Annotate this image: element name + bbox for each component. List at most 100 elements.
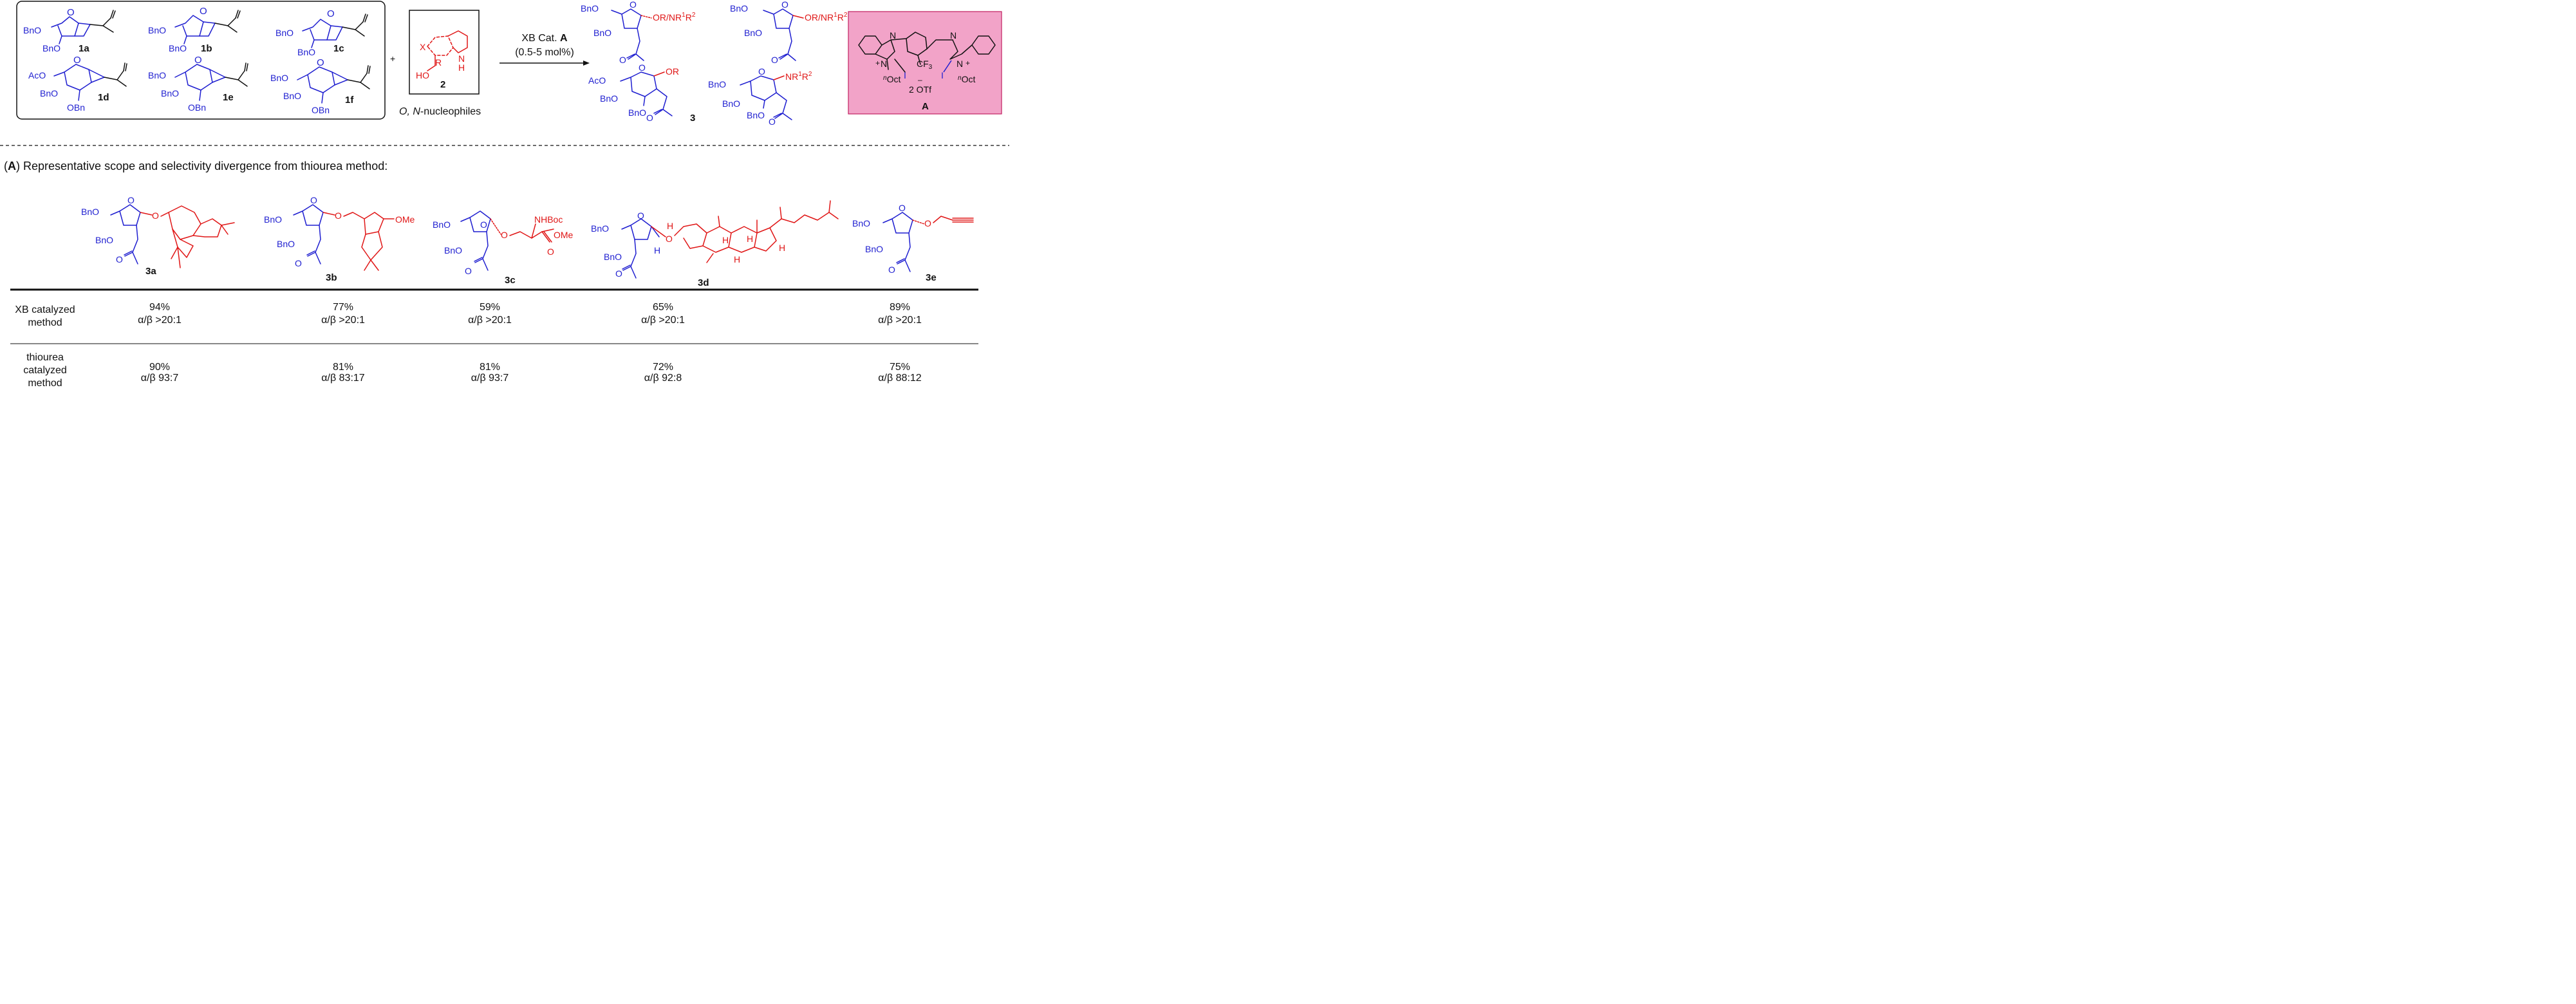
selectivity-cell: α/β 93:7 bbox=[471, 373, 509, 384]
example-3a: BnO BnO O O O 3a bbox=[81, 195, 235, 277]
bno2-p4: BnO bbox=[722, 98, 740, 109]
plus-left: + bbox=[875, 59, 880, 68]
bno-p2: BnO bbox=[730, 3, 748, 14]
bno2-p1: BnO bbox=[593, 28, 611, 38]
o-link-3a: O bbox=[152, 210, 159, 221]
o-ring-1f: O bbox=[317, 57, 324, 68]
bno3-p4: BnO bbox=[747, 110, 765, 120]
bno-1a: BnO bbox=[23, 25, 41, 35]
selectivity-cell: α/β 93:7 bbox=[141, 373, 179, 384]
r-atom: R bbox=[435, 57, 442, 68]
product-furanose-alpha: BnO BnO O O OR/NR1R2 bbox=[581, 0, 696, 65]
o-carbonyl-3c: O bbox=[547, 246, 554, 257]
n-top-right: N bbox=[950, 30, 957, 41]
label-3c: 3c bbox=[505, 275, 516, 286]
bno2-3c: BnO bbox=[444, 245, 462, 256]
o-ring-1e: O bbox=[194, 55, 202, 66]
or-nr-p2: OR/NR1R2 bbox=[805, 12, 848, 23]
aco-p3: AcO bbox=[588, 75, 606, 86]
h-c8-3d: H bbox=[734, 254, 740, 265]
obn-1d: OBn bbox=[67, 102, 85, 113]
bno2-1a: BnO bbox=[42, 43, 61, 53]
noct-right: nOct bbox=[958, 74, 975, 84]
loading-condition: (0.5-5 mol%) bbox=[515, 47, 574, 58]
h-c3-3d: H bbox=[667, 221, 673, 231]
bno2-1b: BnO bbox=[169, 43, 187, 53]
yield-cell: 59% bbox=[480, 302, 500, 313]
bno-p1: BnO bbox=[581, 3, 599, 14]
nhboc-3c: NHBoc bbox=[534, 214, 563, 225]
h-c14-3d: H bbox=[747, 234, 753, 244]
catalyst-box bbox=[848, 11, 1002, 115]
o-ring-1b: O bbox=[200, 6, 207, 17]
compound-1a: O BnO BnO 1a bbox=[23, 7, 116, 54]
o-ring-p2: O bbox=[781, 0, 789, 10]
label-3e: 3e bbox=[926, 272, 937, 283]
label-1b: 1b bbox=[201, 43, 212, 54]
i-left: I bbox=[904, 70, 906, 80]
o-ring-3c: O bbox=[480, 219, 487, 230]
nr-p4: NR1R2 bbox=[785, 71, 812, 82]
example-3b: BnO BnO O O O OMe 3b bbox=[264, 195, 415, 283]
catalyst-a: N N + N I CF3 I N + nOct nOct – 2 OTf A bbox=[848, 11, 1002, 115]
o-link-3d: O bbox=[666, 234, 673, 244]
label-1e: 1e bbox=[223, 92, 234, 103]
bno-1e: BnO bbox=[148, 70, 166, 80]
o-ketone-p1: O bbox=[619, 55, 626, 65]
yield-cell: 75% bbox=[890, 362, 910, 373]
plus-right: + bbox=[966, 59, 970, 68]
nucleophile-2: X N H HO R 2 O, N-nucleophiles bbox=[399, 10, 481, 117]
selectivity-cell: α/β >20:1 bbox=[641, 315, 685, 326]
label-1a: 1a bbox=[79, 43, 89, 54]
o-link-3c: O bbox=[501, 230, 508, 240]
o-ketone-3e: O bbox=[888, 265, 895, 275]
bno2-3d: BnO bbox=[604, 252, 622, 262]
example-3d: BnO BnO O O H H O H H H H 3d bbox=[591, 200, 839, 288]
o-ring-1d: O bbox=[73, 55, 81, 66]
o-ring-1a: O bbox=[67, 7, 75, 18]
bno-3e: BnO bbox=[852, 218, 870, 228]
plus-sign: + bbox=[390, 53, 395, 64]
ome-3b: OMe bbox=[395, 214, 415, 225]
minus-otf: – bbox=[918, 75, 922, 84]
obn-1e: OBn bbox=[188, 102, 206, 113]
row-label-line: XB catalyzed bbox=[15, 304, 75, 315]
n-bottom-left: N bbox=[881, 59, 887, 69]
o-ring-3a: O bbox=[127, 195, 135, 205]
bno2-p2: BnO bbox=[744, 28, 762, 38]
o-link-3e: O bbox=[924, 218, 931, 228]
compound-1e: O BnO BnO OBn 1e bbox=[148, 55, 248, 113]
label-2: 2 bbox=[440, 79, 445, 90]
x-atom: X bbox=[420, 42, 426, 52]
bno2-1f: BnO bbox=[283, 91, 301, 101]
bno2-3b: BnO bbox=[277, 239, 295, 249]
selectivity-cell: α/β >20:1 bbox=[468, 315, 512, 326]
selectivity-cell: α/β 92:8 bbox=[644, 373, 682, 384]
label-3a: 3a bbox=[145, 266, 156, 277]
cf3: CF3 bbox=[917, 59, 933, 71]
otf: 2 OTf bbox=[909, 84, 931, 95]
yield-cell: 90% bbox=[149, 362, 170, 373]
o-ketone-p4: O bbox=[769, 116, 776, 127]
i-right: I bbox=[941, 70, 944, 80]
example-3c: BnO BnO O O O NHBoc OMe O 3c bbox=[433, 210, 574, 286]
bno-1f: BnO bbox=[270, 73, 288, 83]
section-title: (A) Representative scope and selectivity… bbox=[4, 160, 387, 172]
n-top-left: N bbox=[890, 30, 896, 41]
row-label-line: method bbox=[28, 317, 62, 328]
bno2-1e: BnO bbox=[161, 88, 179, 98]
obn-1f: OBn bbox=[312, 105, 330, 115]
o-ketone-3d: O bbox=[615, 268, 622, 279]
row-label-line: thiourea bbox=[26, 352, 64, 363]
yield-cell: 94% bbox=[149, 302, 170, 313]
bno2-p3: BnO bbox=[628, 107, 646, 118]
o-ketone-p3: O bbox=[646, 113, 653, 123]
selectivity-cell: α/β >20:1 bbox=[321, 315, 365, 326]
compound-1b: O BnO BnO 1b bbox=[148, 6, 241, 54]
product-pyranose-nr: BnO BnO BnO O O NR1R2 bbox=[708, 66, 812, 127]
label-1d: 1d bbox=[98, 92, 109, 103]
yield-cell: 65% bbox=[653, 302, 673, 313]
o-ketone-p2: O bbox=[771, 55, 778, 65]
noct-left: nOct bbox=[883, 74, 901, 84]
n-atom: N bbox=[458, 53, 465, 64]
